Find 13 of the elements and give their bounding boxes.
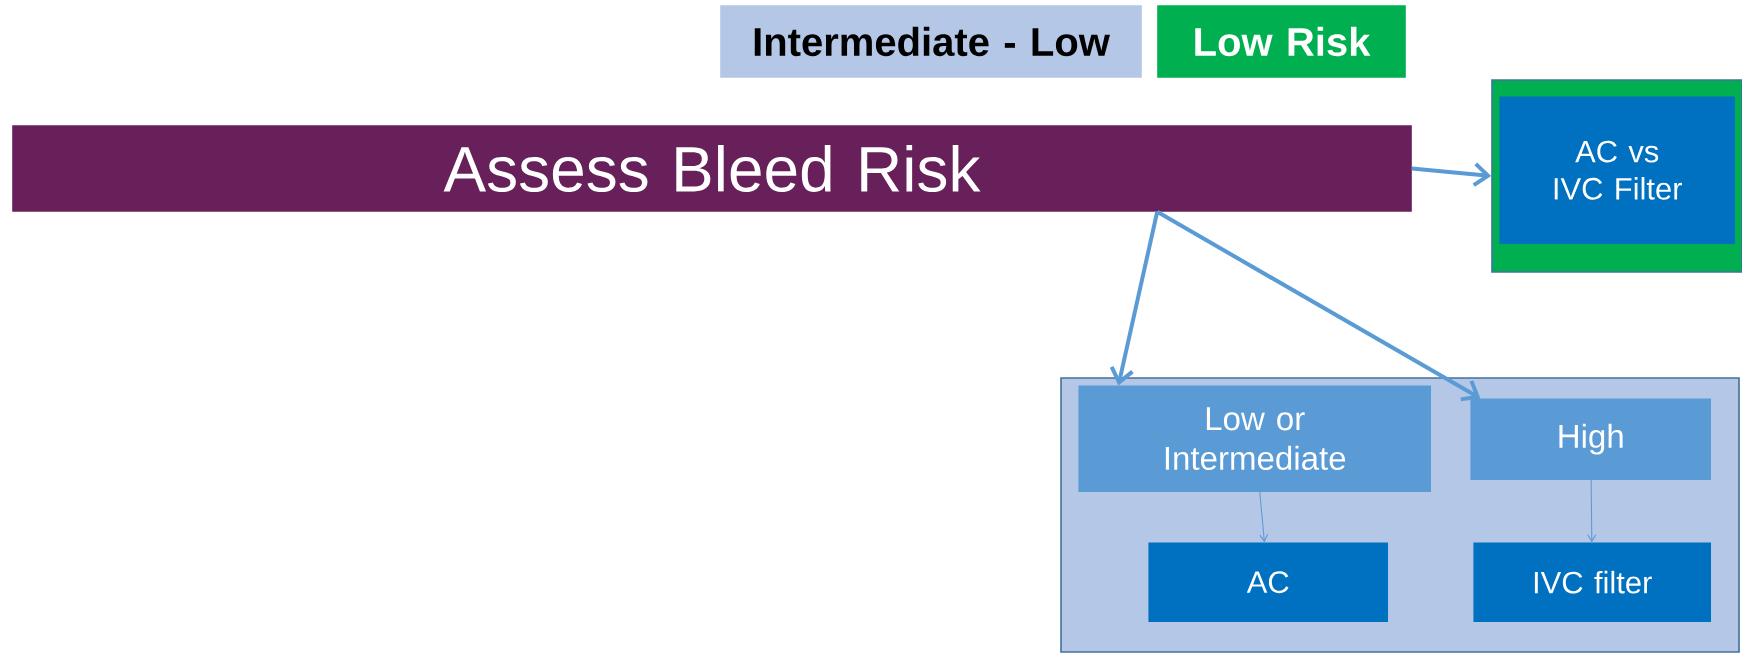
risk-level-box: Low Risk [1157, 5, 1406, 78]
risk-box: Low or Intermediate [1078, 385, 1431, 492]
treatment-box: IVC filter [1473, 542, 1711, 622]
arrow [1156, 210, 1481, 402]
arrow [1587, 479, 1597, 543]
arrow [1109, 211, 1160, 386]
process-bar: Assess Bleed Risk [12, 125, 1412, 212]
arrow [1411, 162, 1492, 187]
option-box: AC vs IVC Filter [1499, 96, 1735, 244]
treatment-box: AC [1148, 542, 1388, 622]
arrow [1259, 491, 1269, 543]
risk-level-box: Intermediate - Low [720, 5, 1142, 78]
risk-box: High [1470, 398, 1711, 480]
